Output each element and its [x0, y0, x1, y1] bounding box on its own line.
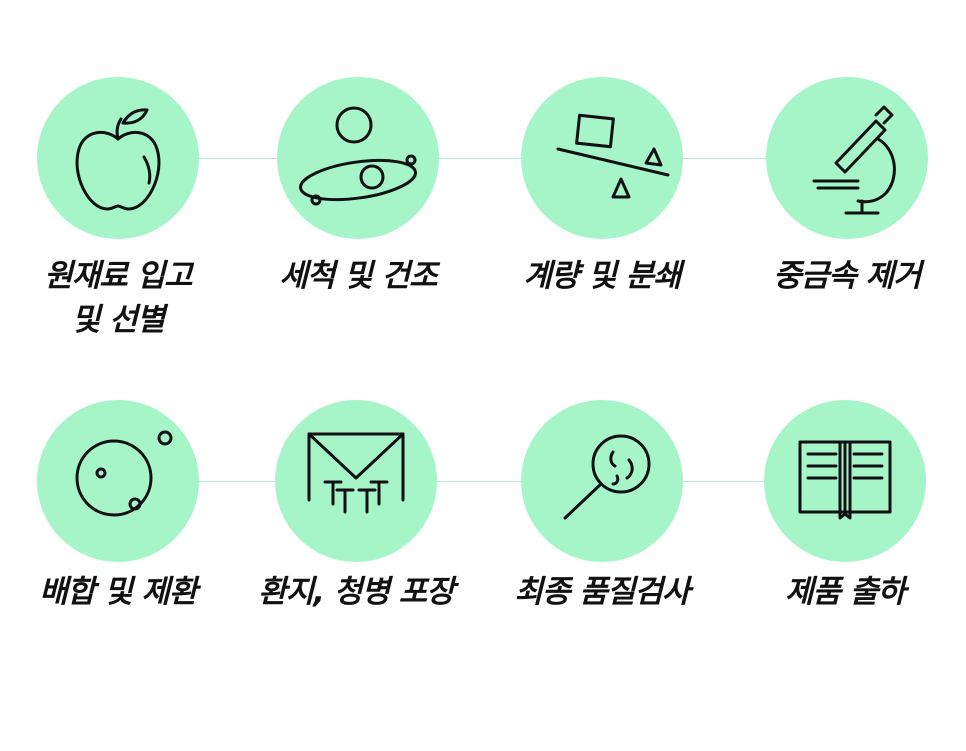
- step-label: 중금속 제거: [773, 258, 921, 294]
- connector-line: [199, 158, 277, 159]
- step-circle: [275, 400, 437, 562]
- microscope-icon: [812, 105, 896, 215]
- step-circle: [521, 400, 683, 562]
- magnifier-icon: [563, 434, 651, 520]
- apple-icon: [75, 108, 161, 211]
- step-label: 배합 및 제환: [39, 574, 197, 610]
- connector-line: [683, 481, 767, 482]
- open-book-icon: [798, 440, 892, 520]
- step-circle: [37, 400, 199, 562]
- orbit-icon: [299, 106, 417, 206]
- connector-line: [437, 481, 521, 482]
- step-label: 세척 및 건조: [279, 258, 437, 294]
- connector-line: [199, 481, 275, 482]
- step-label: 계량 및 분쇄: [523, 258, 681, 294]
- step-label: 원재료 입고 및 선별: [44, 258, 192, 338]
- connector-line: [439, 158, 521, 159]
- step-circle: [766, 77, 928, 239]
- step-circle: [764, 400, 926, 562]
- step-label: 최종 품질검사: [514, 574, 691, 610]
- balance-scale-icon: [556, 113, 670, 199]
- step-label: 환지, 청병 포장: [258, 574, 454, 610]
- step-circle: [521, 77, 683, 239]
- sphere-icon: [75, 430, 173, 517]
- step-label: 제품 출하: [785, 574, 906, 610]
- step-circle: [277, 77, 439, 239]
- envelope-icon: [307, 432, 405, 514]
- step-circle: [37, 77, 199, 239]
- connector-line: [683, 158, 769, 159]
